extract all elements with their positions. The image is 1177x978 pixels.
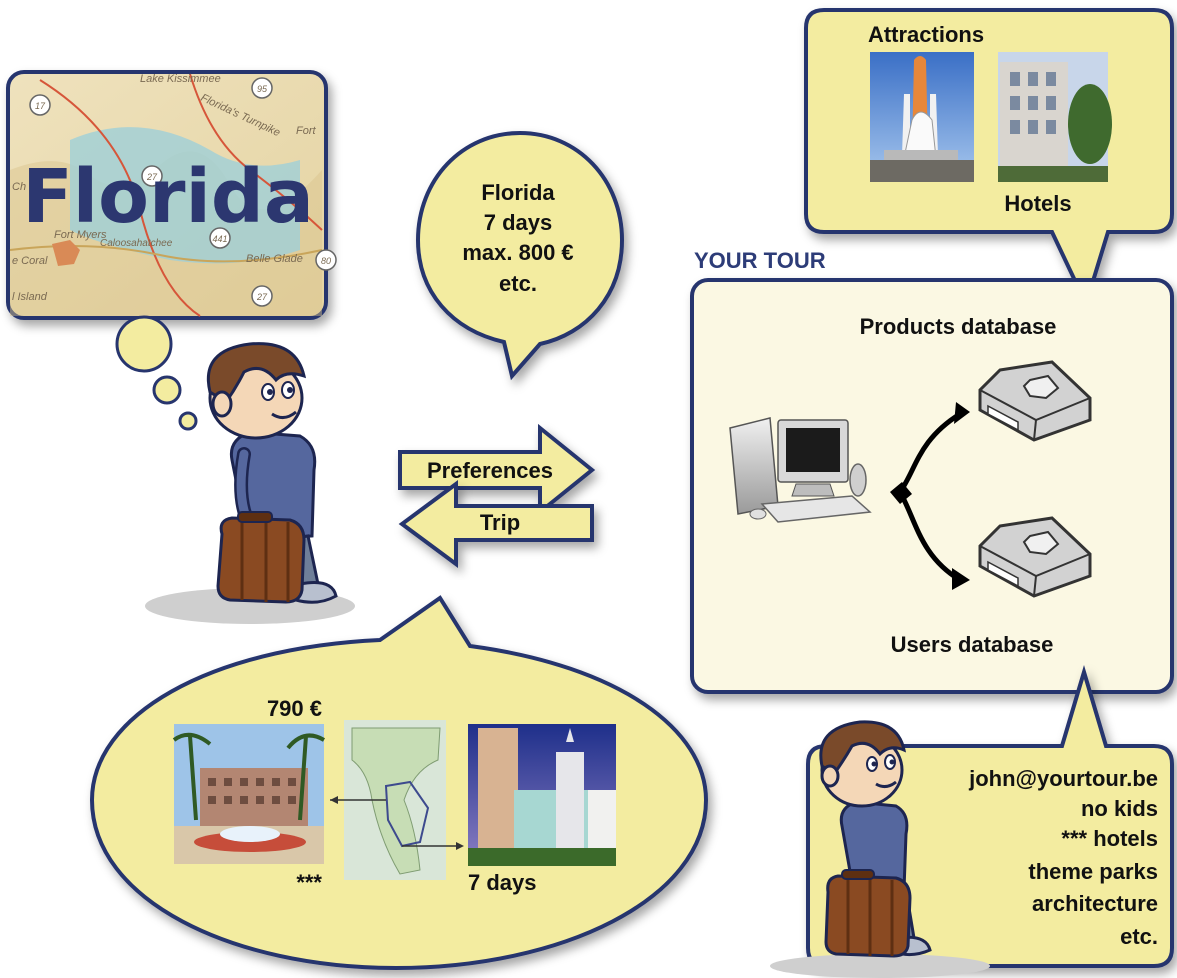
trip-arrow: Trip bbox=[398, 480, 594, 568]
profile-line: john@yourtour.be bbox=[968, 766, 1158, 791]
tour-heading: YOUR TOUR bbox=[694, 248, 826, 273]
profile-line: architecture bbox=[1032, 891, 1158, 916]
stars-label: *** bbox=[296, 870, 322, 895]
map-label: Belle Glade bbox=[246, 253, 303, 265]
florida-map-card: 17 95 27 441 27 80 Lake Kissimmee Florid… bbox=[6, 70, 337, 320]
route-connectors bbox=[330, 796, 464, 850]
request-line: max. 800 € bbox=[462, 240, 573, 265]
preferences-label: Preferences bbox=[427, 458, 553, 483]
profile-line: no kids bbox=[1081, 796, 1158, 821]
tour-panel: Products database Users database bbox=[690, 278, 1174, 694]
map-illustration: 17 95 27 441 27 80 Lake Kissimmee Florid… bbox=[9, 73, 337, 317]
space-shuttle-photo bbox=[870, 52, 974, 182]
products-database-icon bbox=[978, 360, 1092, 442]
road-number: 80 bbox=[321, 256, 331, 266]
map-title: Florida bbox=[22, 154, 314, 240]
resort-hotel-photo bbox=[172, 724, 326, 864]
profile-line: *** hotels bbox=[1061, 826, 1158, 851]
catalog-bubble: Attractions Hotels bbox=[804, 8, 1174, 310]
attractions-label: Attractions bbox=[868, 22, 984, 47]
users-db-label: Users database bbox=[891, 632, 1054, 657]
result-bubble: 790 € bbox=[89, 595, 709, 971]
profile-line: etc. bbox=[1120, 924, 1158, 949]
art-deco-hotel-photo bbox=[468, 724, 616, 866]
price-label: 790 € bbox=[267, 696, 322, 721]
preferences-arrow: Preferences bbox=[398, 423, 596, 517]
map-label: Lake Kissimmee bbox=[140, 73, 221, 85]
road-number: 441 bbox=[212, 234, 227, 244]
traveler-character bbox=[145, 342, 355, 624]
road-number: 17 bbox=[35, 101, 46, 111]
map-label: l Island bbox=[12, 291, 48, 303]
traveler-character-small bbox=[770, 720, 990, 978]
request-bubble: Florida 7 days max. 800 € etc. bbox=[415, 130, 625, 381]
computer-icon bbox=[729, 417, 872, 523]
road-number: 27 bbox=[256, 292, 268, 302]
map-label: Caloosahatchee bbox=[100, 238, 173, 249]
request-line: Florida bbox=[481, 180, 555, 205]
map-label: Fort bbox=[296, 125, 317, 137]
map-label: Fort Myers bbox=[54, 229, 107, 241]
road-number: 27 bbox=[146, 172, 158, 182]
request-line: 7 days bbox=[484, 210, 553, 235]
users-database-icon bbox=[978, 516, 1092, 598]
request-line: etc. bbox=[499, 271, 537, 296]
map-label: e Coral bbox=[12, 255, 48, 267]
products-db-label: Products database bbox=[860, 314, 1057, 339]
profile-line: theme parks bbox=[1028, 859, 1158, 884]
map-label: Ch bbox=[12, 181, 26, 193]
duration-label: 7 days bbox=[468, 870, 537, 895]
hotels-label: Hotels bbox=[1004, 191, 1071, 216]
hotel-photo bbox=[998, 52, 1112, 182]
trip-label: Trip bbox=[480, 510, 520, 535]
thought-dots bbox=[115, 315, 198, 431]
connector-arrows bbox=[890, 402, 970, 590]
road-number: 95 bbox=[257, 84, 268, 94]
